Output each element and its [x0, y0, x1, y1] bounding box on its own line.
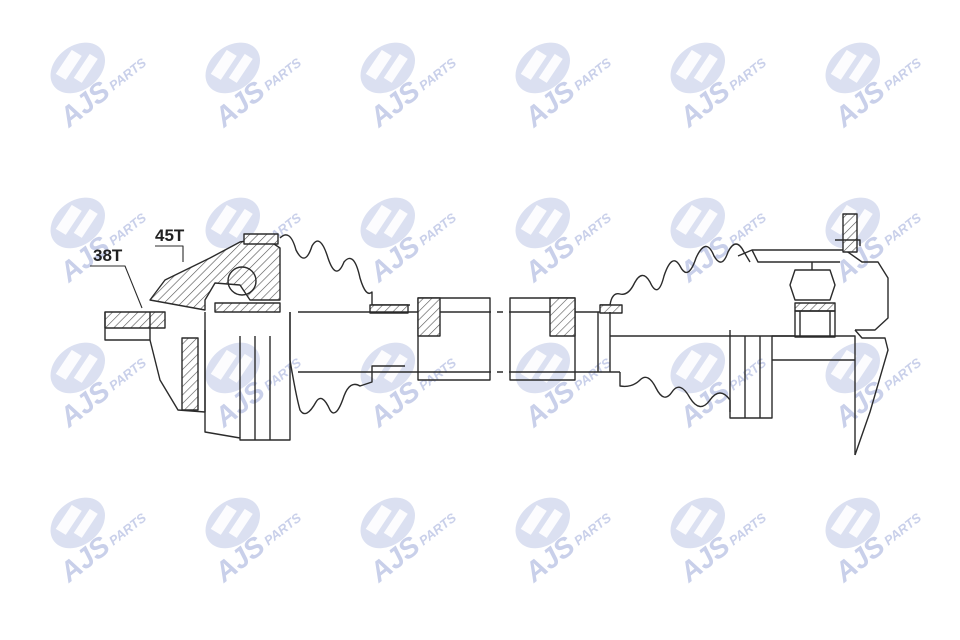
outer-boot — [279, 234, 410, 415]
outer-cv-joint — [104, 233, 291, 441]
center-shaft — [298, 290, 620, 385]
leader-38t — [90, 265, 143, 309]
inner-teeth-label: 45T — [155, 226, 185, 245]
inner-joint — [597, 213, 889, 456]
inner-boot — [599, 243, 751, 412]
leader-45t — [155, 245, 184, 262]
outer-teeth-label: 38T — [93, 246, 123, 265]
